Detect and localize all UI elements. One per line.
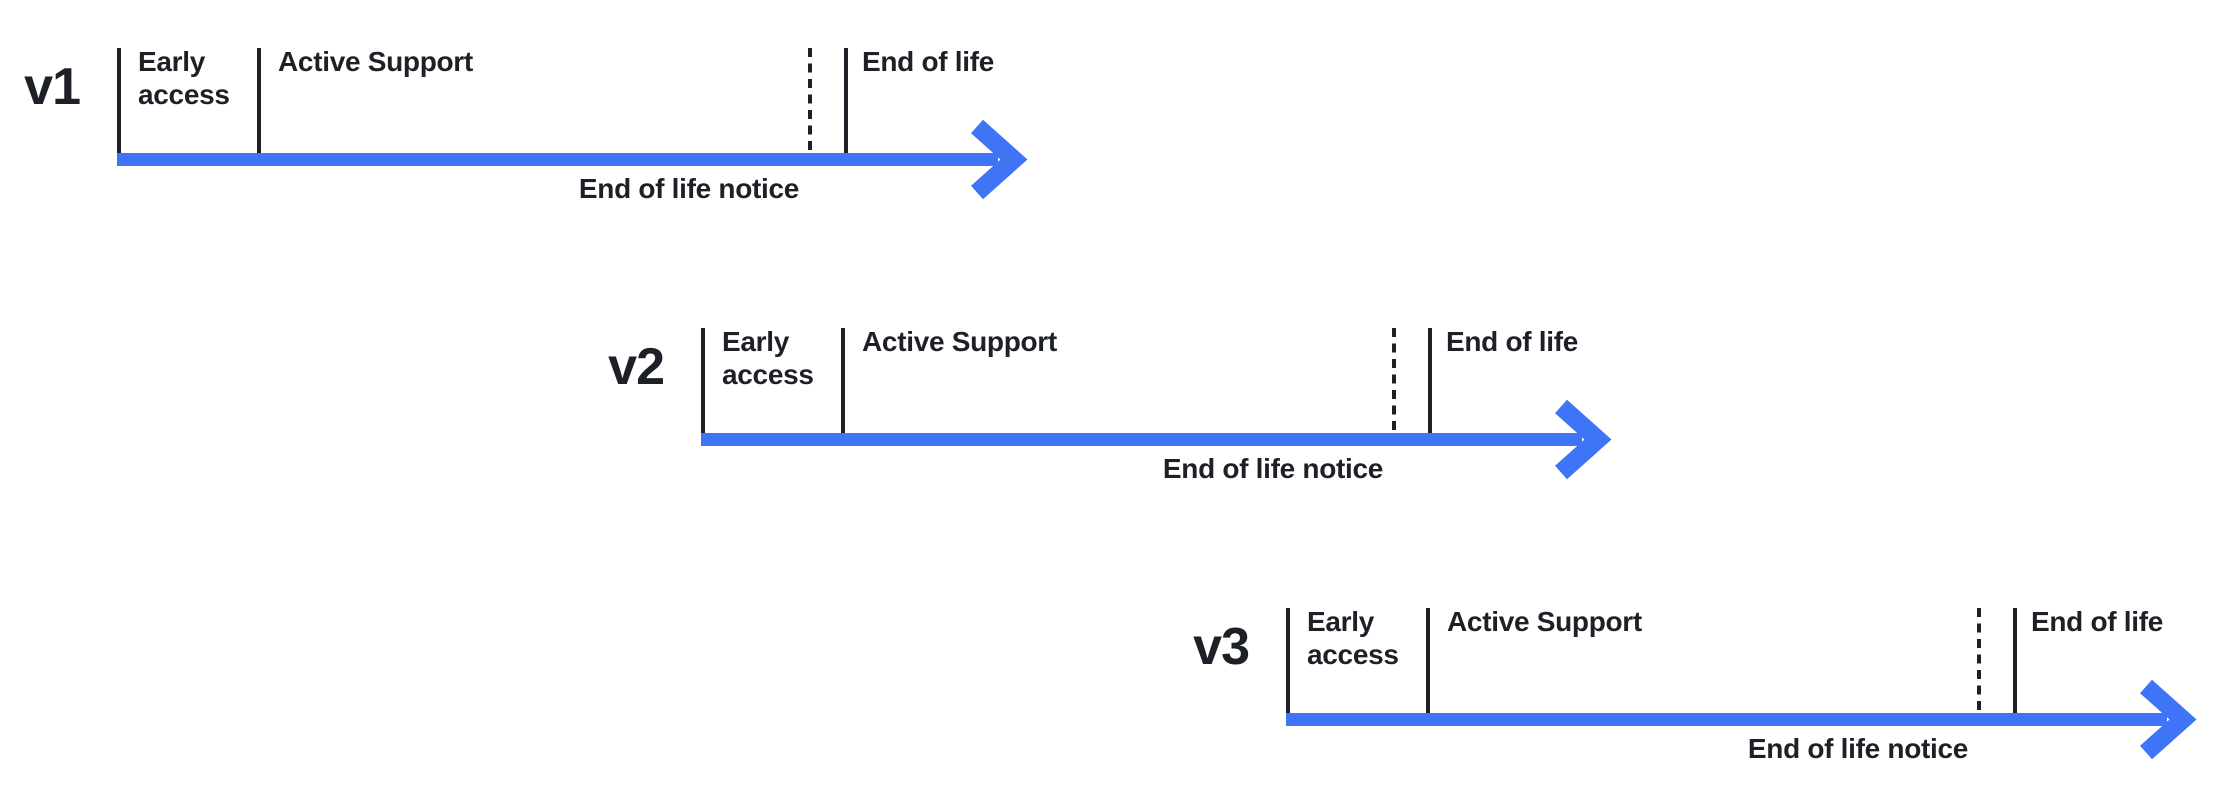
arrow-head-icon [1555, 399, 1612, 480]
timeline-graphics [701, 328, 1612, 480]
active-support-label: Active Support [278, 46, 473, 77]
active-support-label: Active Support [862, 326, 1057, 357]
timeline-v1: v1 Early access Active Support End of li… [7, 40, 1047, 250]
version-label: v1 [24, 58, 81, 116]
early-access-label: Early access [138, 46, 230, 110]
timeline-graphics [117, 48, 1028, 200]
version-label: v2 [608, 338, 665, 396]
timeline-graphics [1286, 608, 2197, 760]
active-support-label: Active Support [1447, 606, 1642, 637]
arrow-head-icon [2140, 679, 2197, 760]
eol-notice-label: End of life notice [1162, 453, 1384, 484]
version-label: v3 [1193, 618, 1250, 676]
early-access-label: Early access [1307, 606, 1399, 670]
timeline-v3: v3 Early access Active Support End of li… [1176, 600, 2216, 810]
end-of-life-label: End of life [1446, 326, 1579, 357]
end-of-life-label: End of life [2031, 606, 2164, 637]
eol-notice-label: End of life notice [1747, 733, 1969, 764]
eol-notice-label: End of life notice [578, 173, 800, 204]
early-access-label: Early access [722, 326, 814, 390]
arrow-head-icon [971, 119, 1028, 200]
timeline-v2: v2 Early access Active Support End of li… [591, 320, 1631, 530]
end-of-life-label: End of life [862, 46, 995, 77]
